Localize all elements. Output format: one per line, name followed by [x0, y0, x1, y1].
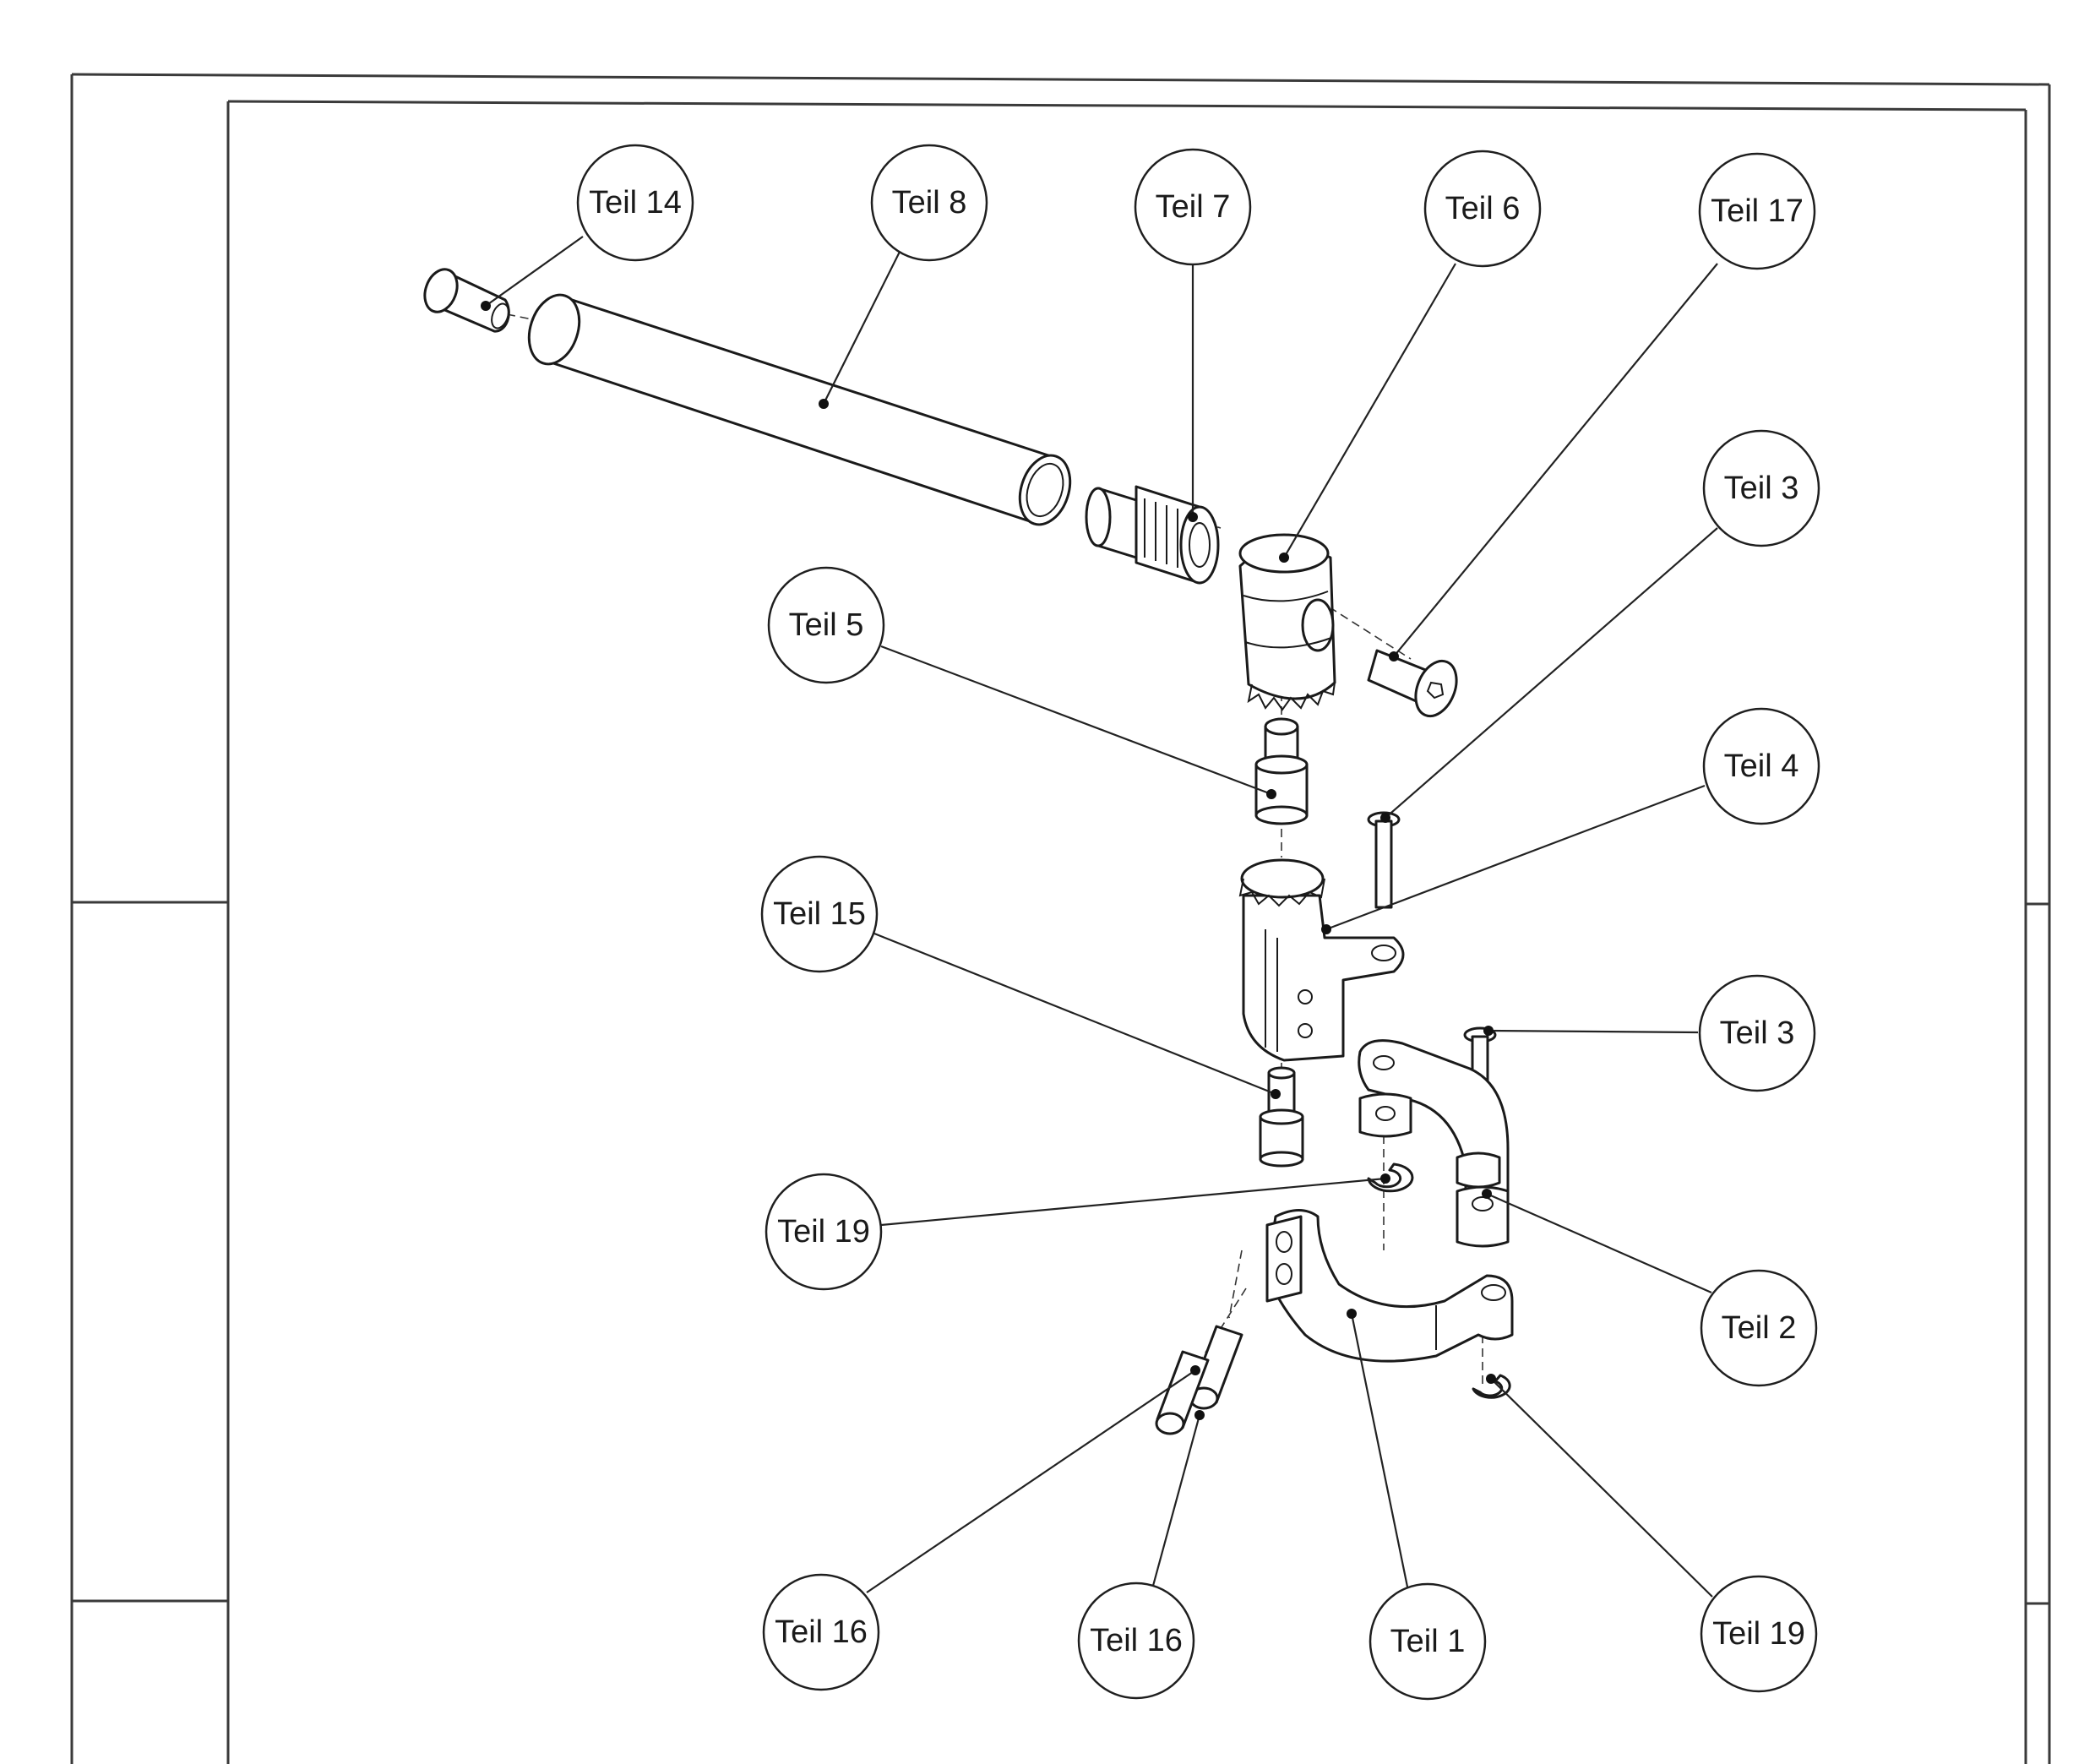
- callout-teil-7: Teil 7: [1134, 148, 1252, 266]
- part-3-bolt-upper: [1367, 811, 1401, 909]
- part-4-clamp: [1238, 858, 1405, 1062]
- drawing-frame: [70, 73, 2051, 1764]
- part-19-circlip-upper: [1367, 1162, 1414, 1193]
- callout-label: Teil 19: [777, 1214, 870, 1250]
- callout-label: Teil 16: [1090, 1623, 1183, 1658]
- callout-teil-16-left: Teil 16: [762, 1573, 880, 1691]
- callout-teil-4: Teil 4: [1702, 707, 1820, 825]
- part-6-head: [1238, 533, 1336, 711]
- part-5-bushing: [1254, 717, 1309, 825]
- callout-label: Teil 7: [1156, 189, 1231, 225]
- callout-teil-1: Teil 1: [1369, 1582, 1487, 1701]
- part-7-adapter: [1085, 485, 1220, 585]
- callout-label: Teil 1: [1390, 1624, 1466, 1659]
- part-15-screw: [1259, 1066, 1304, 1168]
- callout-label: Teil 19: [1712, 1616, 1805, 1652]
- callout-label: Teil 2: [1722, 1310, 1797, 1346]
- callout-teil-5: Teil 5: [767, 566, 885, 684]
- part-17-screw: [1367, 649, 1458, 718]
- leader-lines: [481, 236, 1718, 1598]
- callout-teil-19-upper: Teil 19: [765, 1173, 883, 1291]
- part-19-circlip-lower: [1472, 1374, 1511, 1399]
- callout-teil-2: Teil 2: [1700, 1269, 1818, 1387]
- part-8-tube: [527, 293, 1072, 526]
- callout-teil-19-lower: Teil 19: [1700, 1575, 1818, 1693]
- callout-teil-3-lower: Teil 3: [1698, 974, 1816, 1092]
- callout-label: Teil 3: [1724, 471, 1799, 506]
- callout-label: Teil 3: [1720, 1015, 1795, 1051]
- part-1-clamp: [1265, 1209, 1514, 1363]
- callout-teil-16-right: Teil 16: [1077, 1582, 1195, 1700]
- callout-label: Teil 16: [775, 1614, 868, 1650]
- callout-teil-14: Teil 14: [576, 144, 694, 262]
- callout-label: Teil 8: [892, 185, 967, 220]
- callout-label: Teil 5: [789, 607, 864, 643]
- callout-teil-3-upper: Teil 3: [1702, 429, 1820, 547]
- callout-teil-17: Teil 17: [1698, 152, 1816, 270]
- callout-label: Teil 14: [589, 185, 682, 220]
- callout-label: Teil 6: [1445, 191, 1521, 226]
- callout-label: Teil 17: [1711, 193, 1804, 229]
- part-2-link: [1358, 1039, 1510, 1248]
- callout-label: Teil 4: [1724, 749, 1799, 784]
- callout-teil-6: Teil 6: [1423, 150, 1542, 268]
- callout-teil-8: Teil 8: [870, 144, 988, 262]
- callout-label: Teil 15: [773, 896, 866, 932]
- part-14-pin: [423, 268, 510, 333]
- callout-teil-15: Teil 15: [760, 855, 879, 973]
